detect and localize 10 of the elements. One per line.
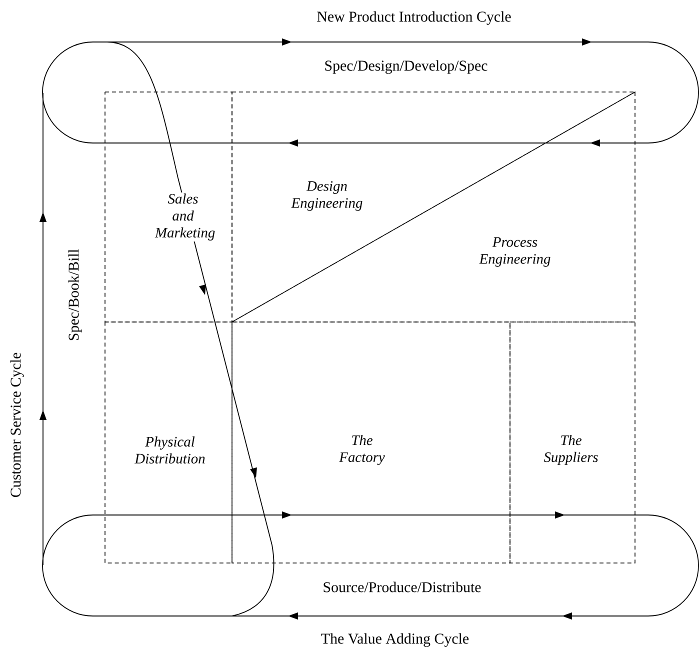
dashed-region: The Suppliers — [510, 322, 636, 564]
cycle-label: Spec/Design/Develop/Spec — [325, 60, 488, 74]
dashed-region: Physical Distribution — [104, 322, 232, 564]
cycle-title: The Value Adding Cycle — [321, 633, 469, 647]
cycle-label: Source/Produce/Distribute — [324, 582, 481, 592]
dashed-region: Sales and Marketing — [104, 92, 232, 322]
dashed-region: The Factory — [232, 322, 510, 564]
cycle-title: New Product Introduction Cycle — [317, 11, 511, 25]
cycle-label: Spec/Book/Bill — [68, 249, 82, 340]
cycle-title: Customer Service Cycle — [10, 352, 24, 497]
